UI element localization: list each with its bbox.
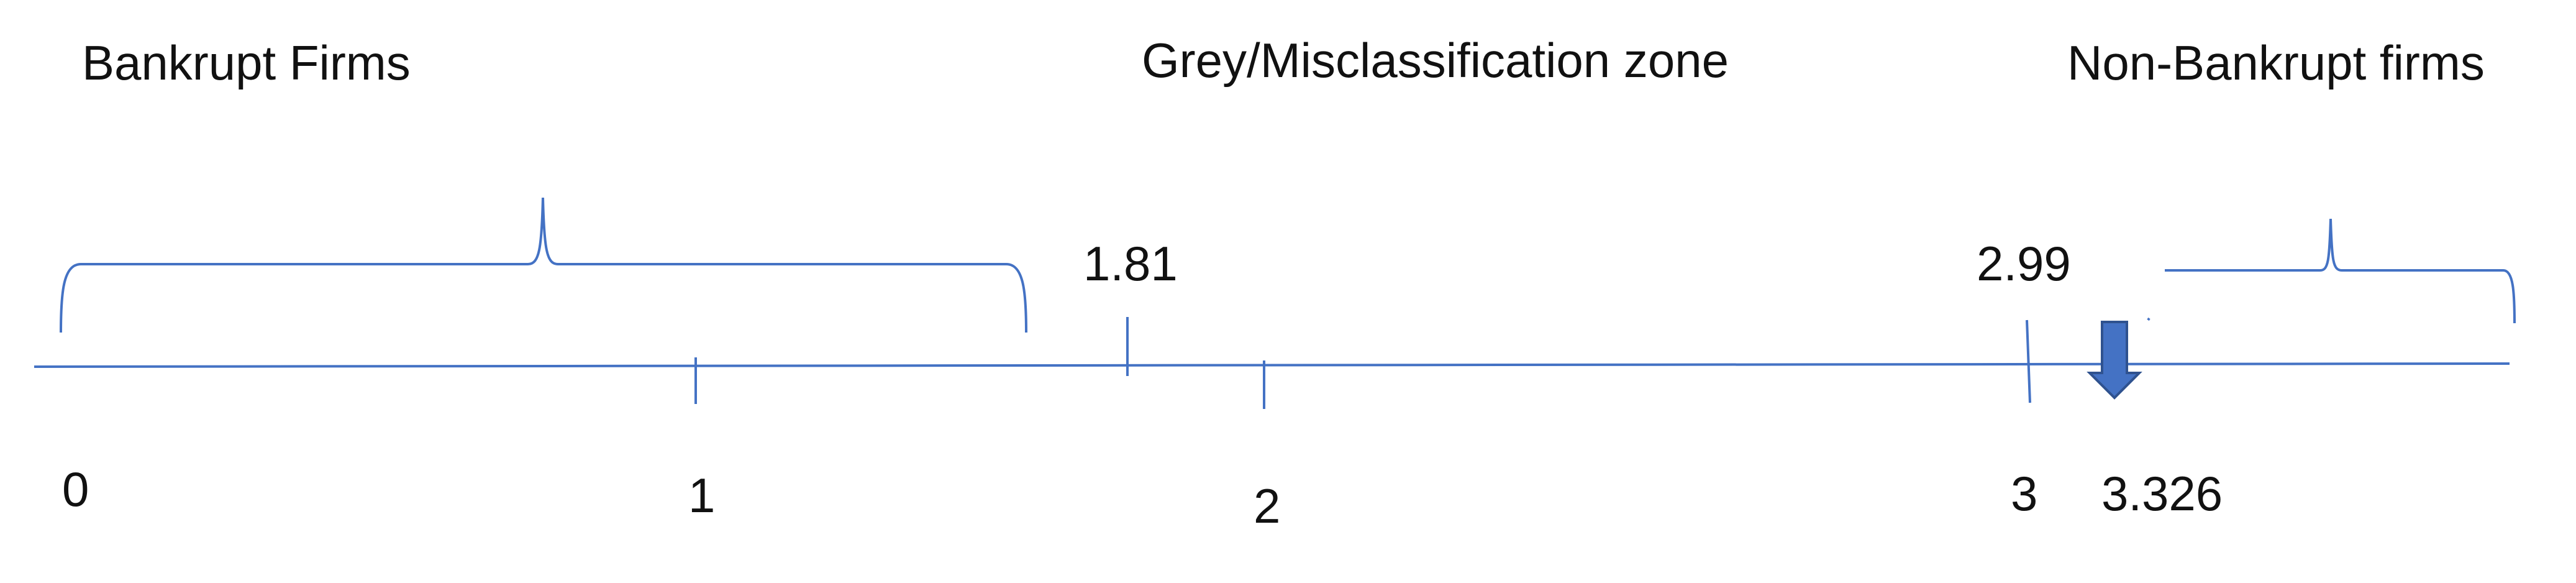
brace-fragment — [2147, 317, 2150, 321]
tick-label-2: 2 — [1254, 479, 1281, 533]
non-bankrupt-zone-label: Non-Bankrupt firms — [2067, 35, 2485, 90]
threshold-lower-label: 1.81 — [1083, 236, 1178, 291]
tick-2-99 — [2026, 319, 2031, 403]
threshold-upper-label: 2.99 — [1977, 236, 2071, 291]
non-bankrupt-brace — [2165, 218, 2516, 324]
bankrupt-brace — [60, 197, 1027, 333]
tick-label-1: 1 — [688, 468, 716, 523]
number-line — [34, 362, 2510, 368]
tick-label-3: 3 — [2011, 466, 2038, 521]
grey-zone-label: Grey/Misclassification zone — [1142, 33, 1729, 88]
marker-arrow-icon — [2087, 321, 2142, 400]
marker-value-label: 3.326 — [2101, 466, 2223, 521]
tick-label-0: 0 — [62, 462, 89, 516]
bankrupt-zone-label: Bankrupt Firms — [82, 35, 411, 90]
